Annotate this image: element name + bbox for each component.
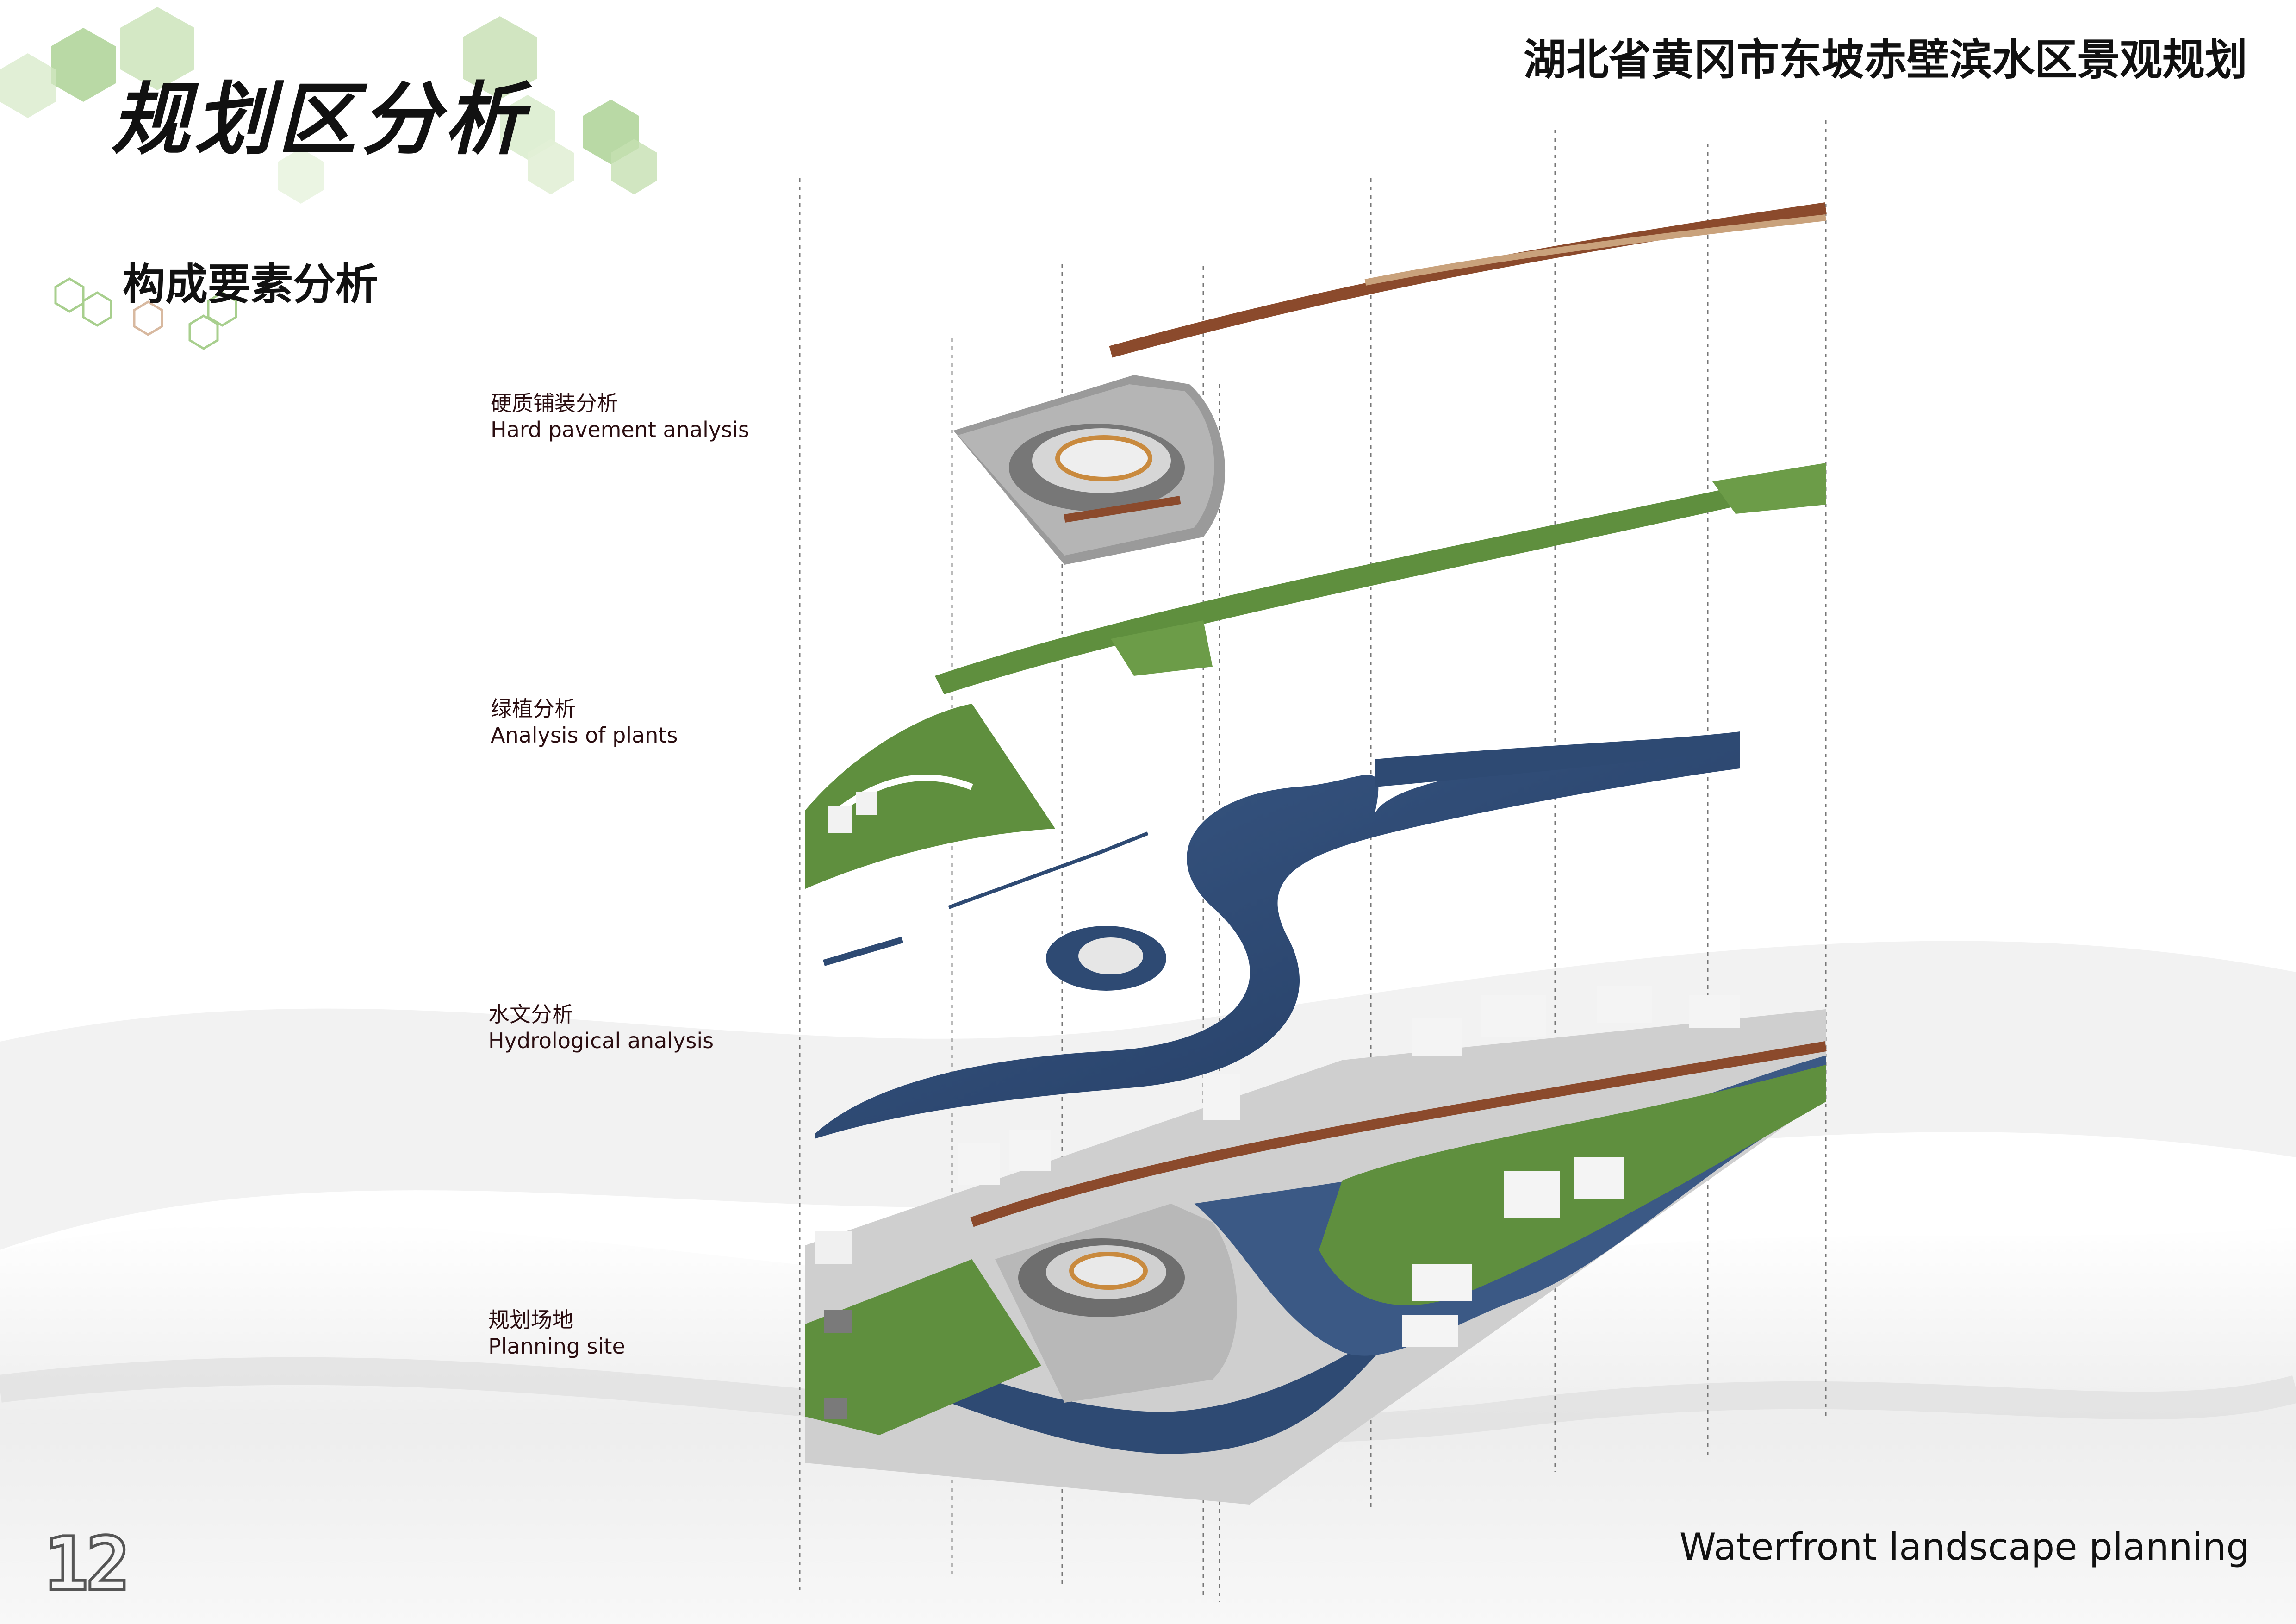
layer-label-zh: 绿植分析 <box>491 696 576 721</box>
section-heading: 构成要素分析 <box>123 261 379 308</box>
layer-planning-site <box>805 986 1827 1505</box>
layer-label-zh: 水文分析 <box>488 1002 573 1027</box>
layer-label-hard-pavement: 硬质铺装分析 Hard pavement analysis <box>491 387 749 442</box>
layer-label-zh: 硬质铺装分析 <box>491 391 618 416</box>
layer-label-planning-site: 规划场地 Planning site <box>488 1303 625 1359</box>
hexagon-decoration <box>0 7 657 350</box>
layer-label-plants: 绿植分析 Analysis of plants <box>491 692 678 748</box>
page-number: 12 <box>43 1519 132 1609</box>
layer-label-en: Hard pavement analysis <box>491 417 749 442</box>
layer-label-en: Hydrological analysis <box>488 1028 714 1053</box>
project-title: 湖北省黄冈市东坡赤壁滨水区景观规划 <box>1523 35 2247 85</box>
layer-label-en: Planning site <box>488 1334 625 1359</box>
footer-title: Waterfront landscape planning <box>1679 1525 2250 1568</box>
layer-hydrology <box>815 731 1740 1139</box>
layer-label-en: Analysis of plants <box>491 723 678 748</box>
page-title: 规划区分析 <box>111 73 528 166</box>
layer-hard-pavement <box>953 202 1827 565</box>
layer-label-hydrology: 水文分析 Hydrological analysis <box>488 998 714 1053</box>
layer-label-zh: 规划场地 <box>488 1307 573 1332</box>
layer-plants <box>805 463 1826 889</box>
